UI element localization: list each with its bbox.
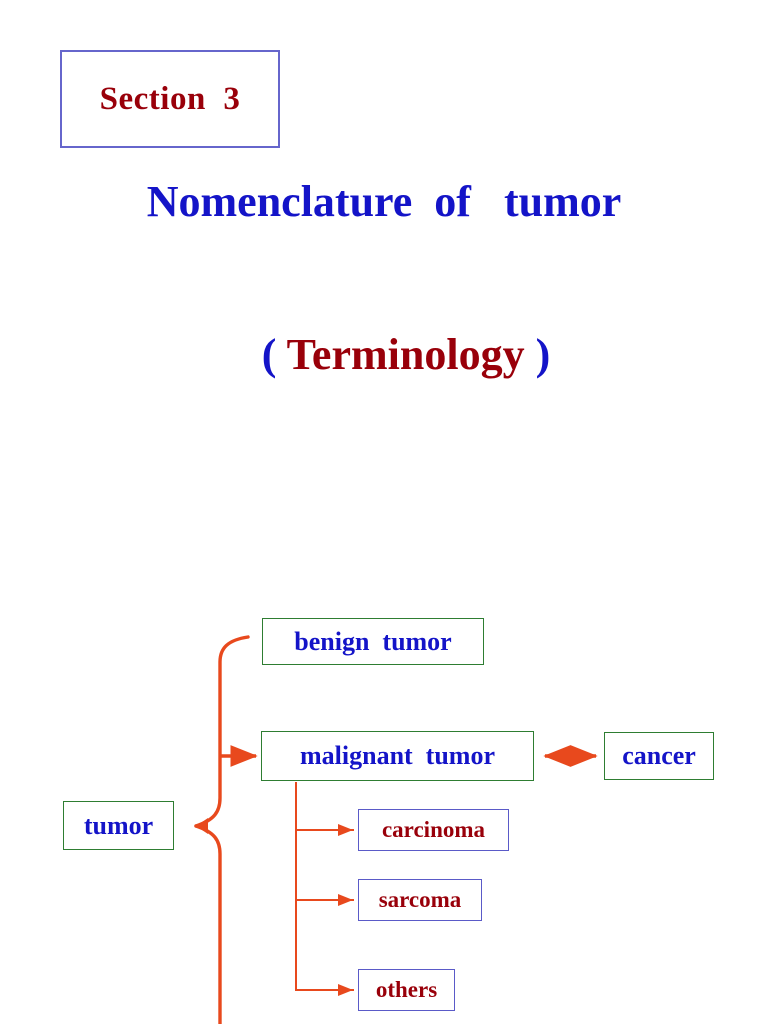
node-sarcoma-label: sarcoma bbox=[378, 887, 462, 912]
title-terminology-word: Terminology bbox=[286, 330, 525, 379]
node-tumor: tumor bbox=[63, 801, 174, 850]
section-header-box: Section 3 bbox=[60, 50, 280, 148]
tumor-brace bbox=[194, 635, 250, 1024]
node-benign-tumor-label: benign tumor bbox=[294, 626, 452, 656]
section-header-label: Section 3 bbox=[99, 80, 241, 117]
node-benign-tumor: benign tumor bbox=[262, 618, 484, 665]
node-carcinoma-label: carcinoma bbox=[381, 817, 486, 842]
title-paren-close: ) bbox=[524, 330, 551, 379]
title-paren-open: ( bbox=[261, 330, 287, 379]
page-title-line-2: ( Terminology ) bbox=[0, 278, 768, 431]
node-carcinoma: carcinoma bbox=[358, 809, 509, 851]
node-others: others bbox=[358, 969, 455, 1011]
node-tumor-label: tumor bbox=[83, 810, 154, 840]
node-malignant-tumor-label: malignant tumor bbox=[300, 741, 495, 770]
node-sarcoma: sarcoma bbox=[358, 879, 482, 921]
node-cancer-label: cancer bbox=[622, 741, 696, 770]
node-others-label: others bbox=[375, 977, 438, 1002]
node-malignant-tumor: malignant tumor bbox=[261, 731, 534, 781]
node-cancer: cancer bbox=[604, 732, 714, 780]
page-title-line-1: Nomenclature of tumor bbox=[146, 177, 622, 226]
